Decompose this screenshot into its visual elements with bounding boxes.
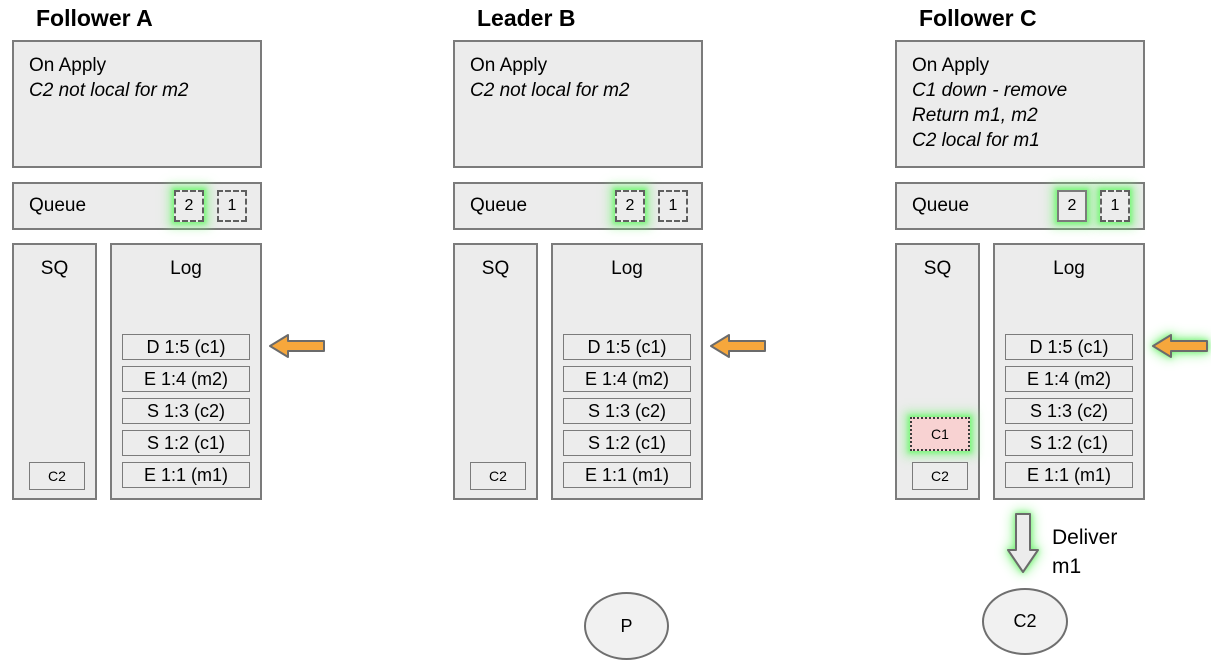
log-entries: D 1:5 (c1) E 1:4 (m2) S 1:3 (c2) S 1:2 (… xyxy=(563,334,691,494)
on-apply-box: On Apply C1 down - remove Return m1, m2 … xyxy=(895,40,1145,168)
client-node: C2 xyxy=(982,588,1068,655)
queue-label: Queue xyxy=(912,195,970,216)
sq-label: SQ xyxy=(40,258,69,279)
left-arrow-icon xyxy=(710,334,766,358)
sq-box: SQ C2 xyxy=(453,243,538,500)
queue-box: Queue 2 1 xyxy=(453,182,703,230)
log-entry: S 1:3 (c2) xyxy=(563,398,691,424)
deliver-label: Deliver m1 xyxy=(1052,523,1117,581)
log-entry: E 1:4 (m2) xyxy=(563,366,691,392)
sq-label: SQ xyxy=(923,258,952,279)
log-entry: E 1:4 (m2) xyxy=(122,366,250,392)
log-entry: S 1:3 (c2) xyxy=(122,398,250,424)
on-apply-note: C2 not local for m2 xyxy=(470,80,630,101)
log-entries: D 1:5 (c1) E 1:4 (m2) S 1:3 (c2) S 1:2 (… xyxy=(122,334,250,494)
column-title: Follower A xyxy=(36,5,153,31)
on-apply-note: Return m1, m2 xyxy=(912,105,1038,126)
log-entry: S 1:3 (c2) xyxy=(1005,398,1133,424)
deliver-line-1: Deliver xyxy=(1052,526,1118,549)
on-apply-note: C2 local for m1 xyxy=(912,130,1040,151)
column-follower-a: Follower A On Apply C2 not local for m2 … xyxy=(12,0,325,669)
log-box: Log D 1:5 (c1) E 1:4 (m2) S 1:3 (c2) S 1… xyxy=(993,243,1145,500)
log-box: Log D 1:5 (c1) E 1:4 (m2) S 1:3 (c2) S 1… xyxy=(551,243,703,500)
on-apply-box: On Apply C2 not local for m2 xyxy=(453,40,703,168)
queue-item-1: 1 xyxy=(1100,190,1130,222)
on-apply-title: On Apply xyxy=(912,55,990,76)
sq-box: SQ C1 C2 xyxy=(895,243,980,500)
log-entry: S 1:2 (c1) xyxy=(563,430,691,456)
queue-item-2: 2 xyxy=(615,190,645,222)
log-label: Log xyxy=(611,258,643,279)
sq-box: SQ C2 xyxy=(12,243,97,500)
left-arrow-icon xyxy=(269,334,325,358)
log-entry: D 1:5 (c1) xyxy=(1005,334,1133,360)
log-entry: E 1:4 (m2) xyxy=(1005,366,1133,392)
queue-items: 2 1 xyxy=(174,190,247,222)
queue-label: Queue xyxy=(470,195,528,216)
column-title: Leader B xyxy=(477,5,576,31)
log-box: Log D 1:5 (c1) E 1:4 (m2) S 1:3 (c2) S 1… xyxy=(110,243,262,500)
queue-items: 2 1 xyxy=(615,190,688,222)
log-entry: E 1:1 (m1) xyxy=(122,462,250,488)
queue-box: Queue 2 1 xyxy=(12,182,262,230)
log-entry: D 1:5 (c1) xyxy=(122,334,250,360)
log-entry: D 1:5 (c1) xyxy=(563,334,691,360)
on-apply-note: C2 not local for m2 xyxy=(29,80,189,101)
on-apply-title: On Apply xyxy=(29,55,107,76)
column-leader-b: Leader B On Apply C2 not local for m2 Qu… xyxy=(453,0,766,669)
sq-item-c2: C2 xyxy=(470,462,526,490)
queue-item-1: 1 xyxy=(658,190,688,222)
on-apply-note: C1 down - remove xyxy=(912,80,1068,101)
sq-item-c2: C2 xyxy=(912,462,968,490)
log-entries: D 1:5 (c1) E 1:4 (m2) S 1:3 (c2) S 1:2 (… xyxy=(1005,334,1133,494)
queue-item-2: 2 xyxy=(1057,190,1087,222)
log-entry: S 1:2 (c1) xyxy=(1005,430,1133,456)
queue-items: 2 1 xyxy=(1057,190,1130,222)
queue-item-2: 2 xyxy=(174,190,204,222)
log-label: Log xyxy=(1053,258,1085,279)
queue-item-1: 1 xyxy=(217,190,247,222)
column-follower-c: Follower C On Apply C1 down - remove Ret… xyxy=(895,0,1208,669)
queue-box: Queue 2 1 xyxy=(895,182,1145,230)
column-title: Follower C xyxy=(919,5,1037,31)
process-node: P xyxy=(584,592,669,660)
queue-label: Queue xyxy=(29,195,87,216)
on-apply-title: On Apply xyxy=(470,55,548,76)
sq-item-c1-removed: C1 xyxy=(910,417,970,451)
log-entry: E 1:1 (m1) xyxy=(1005,462,1133,488)
log-label: Log xyxy=(170,258,202,279)
log-entry: S 1:2 (c1) xyxy=(122,430,250,456)
sq-label: SQ xyxy=(481,258,510,279)
deliver-line-2: m1 xyxy=(1052,555,1082,578)
down-arrow-icon xyxy=(1007,513,1039,573)
log-entry: E 1:1 (m1) xyxy=(563,462,691,488)
left-arrow-icon xyxy=(1152,334,1208,358)
on-apply-box: On Apply C2 not local for m2 xyxy=(12,40,262,168)
sq-item-c2: C2 xyxy=(29,462,85,490)
